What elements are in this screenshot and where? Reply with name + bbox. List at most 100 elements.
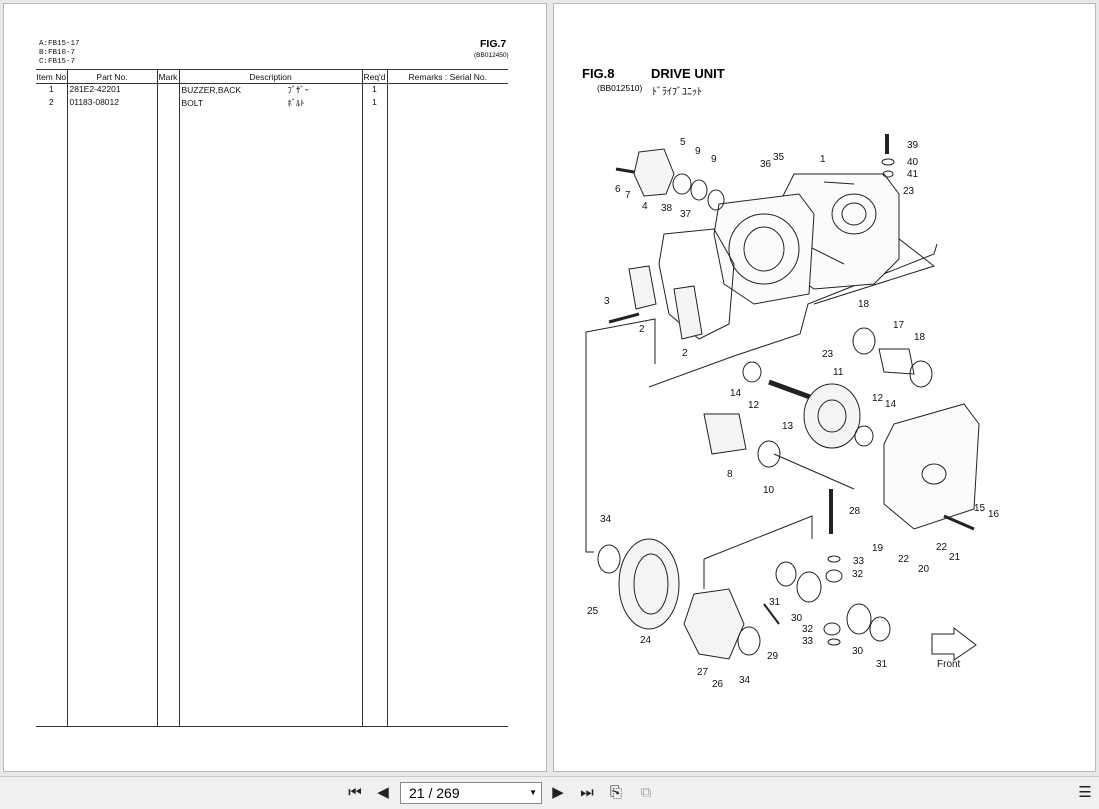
callout: 39 <box>907 140 919 151</box>
callout: 31 <box>769 597 781 608</box>
bolt-part-3 <box>608 312 640 324</box>
oring-part-5 <box>672 173 692 195</box>
sidebar-icon[interactable]: ☰ <box>1078 784 1092 801</box>
desc-en: BUZZER,BACK <box>181 85 242 95</box>
callout: 30 <box>852 646 864 657</box>
callout: 31 <box>876 659 888 670</box>
callout: 17 <box>893 320 905 331</box>
last-page-icon[interactable]: ⏭ <box>580 784 594 801</box>
callout: 18 <box>914 332 926 343</box>
callout: 21 <box>949 552 961 563</box>
washer-part-33 <box>827 638 841 646</box>
callout: 1 <box>820 154 826 165</box>
ring-gear-part-24 <box>618 538 680 630</box>
callout: 29 <box>767 651 779 662</box>
cell-remarks <box>386 97 508 110</box>
cell-item: 2 <box>48 97 54 107</box>
cell-mark <box>156 83 179 97</box>
group-outline <box>585 318 656 364</box>
callout: 5 <box>680 137 686 148</box>
bracket-part-2 <box>673 285 703 340</box>
callout: 14 <box>885 399 897 410</box>
gear-part-11 <box>803 383 861 449</box>
table-header-row: Item No Part No. Mark Description Req'd … <box>36 69 508 84</box>
model-list: A:FB15-17 B:FB10-7 C:FB15-7 <box>39 40 80 67</box>
cell-reqd: 1 <box>361 83 387 97</box>
gasket-part <box>658 228 735 340</box>
bearing-part-34 <box>737 626 761 656</box>
callout: 15 <box>974 503 986 514</box>
callout: 2 <box>639 324 645 335</box>
washer-part-41 <box>882 170 894 178</box>
copy-icon[interactable]: ⧉ <box>640 784 652 801</box>
model-line: B:FB10-7 <box>39 49 76 57</box>
callout: 9 <box>711 154 717 165</box>
callout: 33 <box>853 556 865 567</box>
desc-en: BOLT <box>181 98 204 108</box>
callout: 23 <box>903 186 915 197</box>
fig-label: FIG.8 <box>582 66 615 81</box>
callout: 38 <box>661 203 673 214</box>
callout: 19 <box>872 543 884 554</box>
model-line: A:FB15-17 <box>39 40 80 48</box>
callout: 18 <box>858 299 870 310</box>
col-remarks: Remarks : Serial No. <box>386 69 508 84</box>
next-page-icon[interactable]: ▶ <box>552 784 564 801</box>
callout: 10 <box>763 485 775 496</box>
cell-part-no: 01183-08012 <box>66 97 157 110</box>
callout: 34 <box>739 675 751 686</box>
callout: 30 <box>791 613 803 624</box>
pin-part-29 <box>763 603 780 625</box>
case-part-37 <box>713 193 815 305</box>
fig-title: DRIVE UNIT <box>651 66 725 81</box>
callout: 33 <box>802 636 814 647</box>
callout: 37 <box>680 209 692 220</box>
callout: 20 <box>918 564 930 575</box>
cell-reqd: 1 <box>361 97 387 110</box>
gear-part-30 <box>846 603 872 635</box>
callout: 27 <box>697 667 709 678</box>
washer-part-40 <box>881 158 895 166</box>
col-description: Description <box>178 69 362 84</box>
fig-code: (BB012510) <box>597 83 643 93</box>
fig-code: (BB012450) <box>474 52 509 59</box>
callout: 28 <box>849 506 861 517</box>
exploded-diagram: 1 2 2 3 4 5 6 7 8 9 9 10 11 12 12 13 14 … <box>585 134 1000 690</box>
group-outline <box>703 515 813 560</box>
bearing-part-10 <box>757 440 781 468</box>
callout: 25 <box>587 606 599 617</box>
prev-page-icon[interactable]: ◀ <box>377 784 389 801</box>
callout: 24 <box>640 635 652 646</box>
front-label: Front <box>937 659 961 670</box>
page-number-value: 21 / 269 <box>409 785 460 801</box>
group-outline <box>648 243 938 388</box>
first-page-icon[interactable]: ⏮ <box>348 784 362 801</box>
col-mark: Mark <box>156 69 179 84</box>
fig-label: FIG.7 <box>480 38 507 50</box>
model-line: C:FB15-7 <box>39 58 76 66</box>
bearing-part-18 <box>852 327 876 355</box>
viewer-toolbar: ⏮ ◀ 21 / 269 ▼ ▶ ⏭ ⎘ ⧉ ☰ <box>0 776 1099 809</box>
callout: 11 <box>833 367 844 378</box>
bearing-part-34 <box>597 544 621 574</box>
bearing-part-9 <box>690 179 708 201</box>
page-number-select[interactable]: 21 / 269 ▼ <box>400 782 542 804</box>
cell-part-no: 281E2-42201 <box>66 83 157 97</box>
pinion-part-32 <box>825 569 843 583</box>
bolt-part-6 <box>615 167 635 174</box>
right-page: FIG.8 DRIVE UNIT (BB012510) ﾄﾞﾗｲﾌﾞﾕﾆｯﾄ <box>553 3 1096 772</box>
callout: 12 <box>872 393 884 404</box>
rotate-icon[interactable]: ⎘ <box>609 784 622 801</box>
callout: 14 <box>730 388 742 399</box>
col-part-no: Part No. <box>66 69 157 84</box>
parts-table: Item No Part No. Mark Description Req'd … <box>36 69 508 727</box>
callout: 2 <box>682 348 688 359</box>
callout: 3 <box>604 296 610 307</box>
col-item-no: Item No <box>36 69 67 84</box>
callout: 32 <box>802 624 814 635</box>
callout: 40 <box>907 157 919 168</box>
callout: 34 <box>600 514 612 525</box>
callout: 35 <box>773 152 785 163</box>
